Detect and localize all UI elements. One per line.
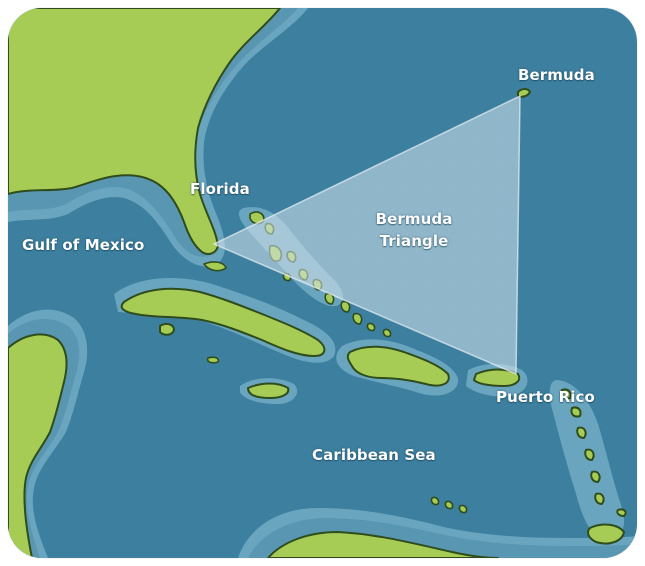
jamaica-land <box>247 382 290 399</box>
label-caribbean-sea: Caribbean Sea <box>312 446 436 464</box>
central-america-land <box>8 333 68 558</box>
caribbean-map <box>8 8 637 558</box>
label-puerto-rico: Puerto Rico <box>496 388 595 406</box>
label-triangle-line1: Bermuda <box>375 210 453 228</box>
label-bermuda: Bermuda <box>518 66 595 84</box>
label-florida: Florida <box>190 180 250 198</box>
north-america-land <box>8 8 281 255</box>
land <box>8 8 627 558</box>
label-triangle-line2: Triangle <box>379 232 449 250</box>
label-bermuda-triangle: Bermuda Triangle <box>364 208 464 252</box>
south-america-land <box>267 531 499 558</box>
puerto-rico-land <box>473 368 521 387</box>
map-frame: Bermuda Florida Gulf of Mexico Bermuda T… <box>8 8 637 558</box>
label-gulf-of-mexico: Gulf of Mexico <box>22 236 145 254</box>
cuba-land <box>120 287 326 357</box>
hispaniola-land <box>346 345 450 387</box>
bermuda-triangle <box>212 94 521 376</box>
